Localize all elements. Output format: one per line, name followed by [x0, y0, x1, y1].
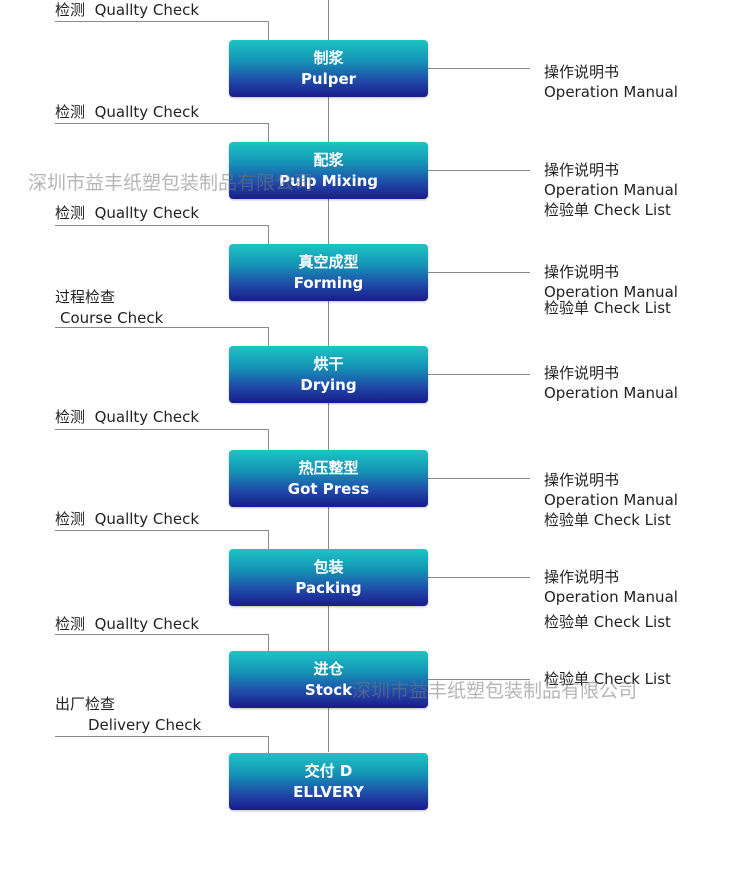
step-label-en: Pulper — [300, 69, 357, 88]
step-label-en: Drying — [300, 375, 357, 394]
manual-label-en: Operation Manual — [544, 491, 678, 509]
step-label-zh: 制浆 — [313, 48, 344, 67]
step-pulper: 制浆 Pulper — [229, 40, 428, 97]
manual-label-en: Operation Manual — [544, 588, 678, 606]
check-connector — [268, 736, 269, 753]
checklist-label: 检验单 Check List — [544, 201, 671, 219]
checklist-label: 检验单 Check List — [544, 670, 671, 688]
step-stock: 进仓 Stock — [229, 651, 428, 708]
check-label-zh: 检测 — [55, 615, 86, 633]
check-label-zh: 检测 — [55, 1, 86, 19]
delivery-check-label-en: Delivery Check — [88, 716, 202, 734]
manual-label-en: Operation Manual — [544, 283, 678, 301]
step-label-zh: 交付 D — [304, 761, 353, 780]
doc-connector — [428, 68, 530, 69]
doc-connector — [428, 374, 530, 375]
check-connector — [55, 530, 269, 531]
check-label-zh: 检测 — [55, 510, 86, 528]
check-connector — [268, 123, 269, 142]
doc-connector — [428, 478, 530, 479]
quality-check-label: 检测 Quallty Check — [55, 407, 199, 427]
doc-connector — [428, 272, 530, 273]
doc-connector — [428, 679, 530, 680]
manual-label-zh: 操作说明书 — [544, 471, 620, 489]
check-label-en: Quallty Check — [94, 1, 200, 19]
check-connector — [268, 327, 269, 346]
check-label-zh: 检测 — [55, 204, 86, 222]
check-label-zh: 检测 — [55, 103, 86, 121]
quality-check-label: 检测 Quallty Check — [55, 614, 199, 634]
check-connector — [55, 634, 269, 635]
step-pulp-mixing: 配浆 Pulp Mixing — [229, 142, 428, 199]
check-connector — [55, 327, 269, 328]
check-label-en: Quallty Check — [94, 204, 200, 222]
check-connector — [55, 429, 269, 430]
manual-label-en: Operation Manual — [544, 384, 678, 402]
quality-check-label: 检测 Quallty Check — [55, 102, 199, 122]
checklist-label: 检验单 Check List — [544, 613, 671, 631]
step-label-zh: 进仓 — [313, 659, 344, 678]
manual-label-en: Operation Manual — [544, 83, 678, 101]
check-connector — [268, 634, 269, 651]
check-connector — [55, 736, 269, 737]
check-connector — [268, 429, 269, 450]
step-label-zh: 烘干 — [313, 354, 344, 373]
step-got-press: 热压整型 Got Press — [229, 450, 428, 507]
step-label-en: ELLVERY — [293, 782, 364, 801]
check-connector — [55, 123, 269, 124]
step-label-en: Pulp Mixing — [278, 171, 379, 190]
step-drying: 烘干 Drying — [229, 346, 428, 403]
manual-label-zh: 操作说明书 — [544, 263, 620, 281]
quality-check-label: 检测 Quallty Check — [55, 0, 199, 20]
manual-label-en: Operation Manual — [544, 181, 678, 199]
check-label-en: Quallty Check — [94, 103, 200, 121]
doc-connector — [428, 577, 530, 578]
check-connector — [268, 530, 269, 549]
check-connector — [55, 225, 269, 226]
checklist-label: 检验单 Check List — [544, 511, 671, 529]
check-label-en: Quallty Check — [94, 510, 200, 528]
course-check-label-en: Course Check — [60, 309, 164, 327]
check-connector — [55, 21, 269, 22]
step-label-en: Got Press — [287, 479, 370, 498]
check-label-en: Quallty Check — [94, 615, 200, 633]
step-forming: 真空成型 Forming — [229, 244, 428, 301]
step-packing: 包装 Packing — [229, 549, 428, 606]
step-label-zh: 包装 — [313, 557, 344, 576]
doc-connector — [428, 170, 530, 171]
check-connector — [268, 21, 269, 40]
step-delivery: 交付 D ELLVERY — [229, 753, 428, 810]
manual-label-zh: 操作说明书 — [544, 63, 620, 81]
check-label-en: Quallty Check — [94, 408, 200, 426]
step-label-zh: 热压整型 — [298, 458, 359, 477]
manual-label-zh: 操作说明书 — [544, 364, 620, 382]
quality-check-label: 检测 Quallty Check — [55, 203, 199, 223]
step-label-en: Stock — [304, 680, 353, 699]
course-check-label-zh: 过程检查 — [55, 288, 116, 306]
checklist-label: 检验单 Check List — [544, 299, 671, 317]
delivery-check-label-zh: 出厂检查 — [55, 695, 116, 713]
step-label-en: Packing — [295, 578, 362, 597]
quality-check-label: 检测 Quallty Check — [55, 509, 199, 529]
step-label-zh: 配浆 — [313, 150, 344, 169]
manual-label-zh: 操作说明书 — [544, 568, 620, 586]
check-label-zh: 检测 — [55, 408, 86, 426]
step-label-zh: 真空成型 — [298, 252, 359, 271]
manual-label-zh: 操作说明书 — [544, 161, 620, 179]
check-connector — [268, 225, 269, 244]
step-label-en: Forming — [293, 273, 364, 292]
